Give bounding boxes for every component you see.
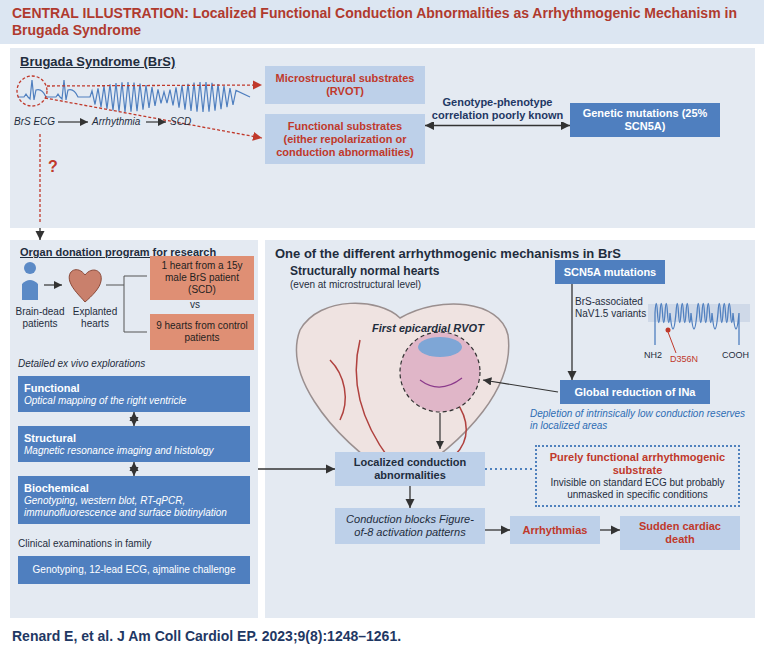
ecg-trace bbox=[18, 80, 250, 112]
arrow bbox=[58, 121, 88, 122]
arrow bbox=[146, 121, 166, 122]
edge-label: Genotype-phenotype correlation poorly kn… bbox=[428, 96, 567, 122]
method-box: Genotyping, 12-lead ECG, ajmaline challe… bbox=[18, 556, 250, 584]
annotation: BrS-associated NaV1.5 variants bbox=[575, 296, 647, 320]
node-text: One of the different arrhythmogenic mech… bbox=[275, 246, 745, 261]
leader-line bbox=[668, 332, 676, 353]
process-box: Conduction blocks Figure-of-8 activation… bbox=[335, 508, 485, 544]
process-box: Genetic mutations (25% SCN5A) bbox=[570, 103, 720, 137]
process-box: Sudden cardiac death bbox=[620, 516, 740, 550]
panel: One of the different arrhythmogenic mech… bbox=[265, 240, 755, 618]
dotted-line bbox=[39, 134, 40, 224]
method-box: BiochemicalGenotyping, western blot, RT-… bbox=[18, 476, 250, 524]
node-text: Structural bbox=[24, 432, 76, 445]
annotation: (even at microstructural level) bbox=[290, 279, 510, 291]
arrow bbox=[483, 380, 558, 392]
node-text: Sudden cardiac death bbox=[626, 520, 734, 546]
node-text: Functional bbox=[24, 382, 80, 395]
person-icon bbox=[24, 262, 36, 274]
node-text: Localized conduction abnormalities bbox=[341, 456, 479, 482]
ecg-highlight bbox=[17, 76, 47, 106]
sample-box: 1 heart from a 15y male BrS patient (SCD… bbox=[150, 256, 254, 300]
method-box: FunctionalOptical mapping of the right v… bbox=[18, 376, 250, 412]
dotted-arrow bbox=[45, 98, 262, 138]
figure-caption: Renard E, et al. J Am Coll Cardiol EP. 2… bbox=[12, 628, 401, 644]
annotation: Explanted hearts bbox=[66, 306, 124, 330]
connector bbox=[600, 529, 620, 530]
note-box: Purely functional arrhythmogenic substra… bbox=[535, 445, 740, 507]
connector bbox=[133, 412, 134, 426]
connector bbox=[133, 462, 134, 476]
annotation: NH2 bbox=[644, 350, 668, 361]
process-box: Localized conduction abnormalities bbox=[335, 452, 485, 486]
panel: Organ donation program for research1 hea… bbox=[10, 240, 258, 618]
annotation: BrS ECG bbox=[14, 116, 64, 128]
node-text: Genetic mutations (25% SCN5A) bbox=[576, 107, 714, 133]
process-box: Functional substrates (either repolariza… bbox=[265, 114, 425, 164]
panel-ground bbox=[265, 240, 755, 618]
node-text: Global reduction of INa bbox=[574, 386, 695, 399]
figure-title: CENTRAL ILLUSTRATION: Localized Function… bbox=[12, 5, 752, 39]
heart-icon bbox=[69, 270, 101, 302]
bracket bbox=[106, 276, 147, 332]
node-text: Purely functional arrhythmogenic substra… bbox=[543, 451, 732, 477]
node-text: Magnetic resonance imaging and histology bbox=[24, 445, 214, 457]
node-text: Microstructural substrates (RVOT) bbox=[271, 72, 419, 98]
node-text: Arrhythmias bbox=[523, 524, 588, 537]
process-box: Global reduction of INa bbox=[560, 380, 710, 404]
method-box: StructuralMagnetic resonance imaging and… bbox=[18, 426, 250, 462]
sample-box: 9 hearts from control patients bbox=[150, 314, 254, 350]
connector bbox=[258, 468, 335, 469]
person-icon bbox=[22, 280, 38, 300]
pulmonary-trunk bbox=[418, 337, 462, 357]
mutation-site bbox=[666, 328, 671, 333]
node-text: Conduction blocks Figure-of-8 activation… bbox=[341, 513, 479, 539]
connector bbox=[425, 125, 570, 126]
node-text: 1 heart from a 15y male BrS patient (SCD… bbox=[156, 260, 248, 296]
arrow bbox=[44, 284, 62, 285]
arrow bbox=[439, 413, 440, 449]
connector bbox=[485, 468, 535, 470]
panel-ground bbox=[10, 240, 258, 618]
dotted-arrow bbox=[47, 85, 262, 86]
connector bbox=[485, 529, 510, 530]
annotation: COOH bbox=[722, 350, 752, 361]
process-box: Arrhythmias bbox=[510, 516, 600, 544]
channel-protein bbox=[655, 304, 739, 346]
panel: Brugada Syndrome (BrS)Microstructural su… bbox=[10, 48, 755, 228]
node-text: Functional substrates (either repolariza… bbox=[271, 120, 419, 159]
connector bbox=[39, 228, 40, 240]
annotation: SCD bbox=[170, 116, 210, 128]
node-text: SCN5A mutations bbox=[564, 266, 657, 279]
process-box: SCN5A mutations bbox=[555, 260, 665, 284]
annotation: Detailed ex vivo explorations bbox=[18, 358, 248, 370]
annotation: Clinical examinations in family bbox=[18, 538, 248, 550]
annotation: First epicardial RVOT bbox=[372, 322, 512, 335]
annotation: vs bbox=[190, 299, 214, 311]
annotation: Arrhythmia bbox=[92, 116, 148, 128]
process-box: Microstructural substrates (RVOT) bbox=[265, 66, 425, 104]
connector bbox=[409, 486, 410, 508]
node-text: Genotyping, western blot, RT-qPCR, immun… bbox=[24, 495, 244, 519]
node-text: Optical mapping of the right ventricle bbox=[24, 395, 186, 407]
annotation: Brain-dead patients bbox=[12, 306, 68, 330]
annotation: Depletion of intrinsically low conductio… bbox=[530, 408, 752, 432]
conduction-area bbox=[420, 378, 462, 387]
panel-ground bbox=[10, 48, 755, 228]
annotation: Structurally normal hearts bbox=[290, 264, 510, 278]
header-band: CENTRAL ILLUSTRATION: Localized Function… bbox=[0, 0, 764, 44]
node-text: Invisible on standard ECG but probably u… bbox=[543, 477, 732, 501]
connector bbox=[571, 284, 572, 380]
rvot-region bbox=[400, 332, 480, 412]
node-text: Biochemical bbox=[24, 482, 89, 495]
annotation: ? bbox=[48, 158, 68, 176]
node-text: 9 hearts from control patients bbox=[156, 320, 248, 344]
annotation: D356N bbox=[670, 354, 710, 365]
node-text: Genotyping, 12-lead ECG, ajmaline challe… bbox=[33, 564, 236, 576]
